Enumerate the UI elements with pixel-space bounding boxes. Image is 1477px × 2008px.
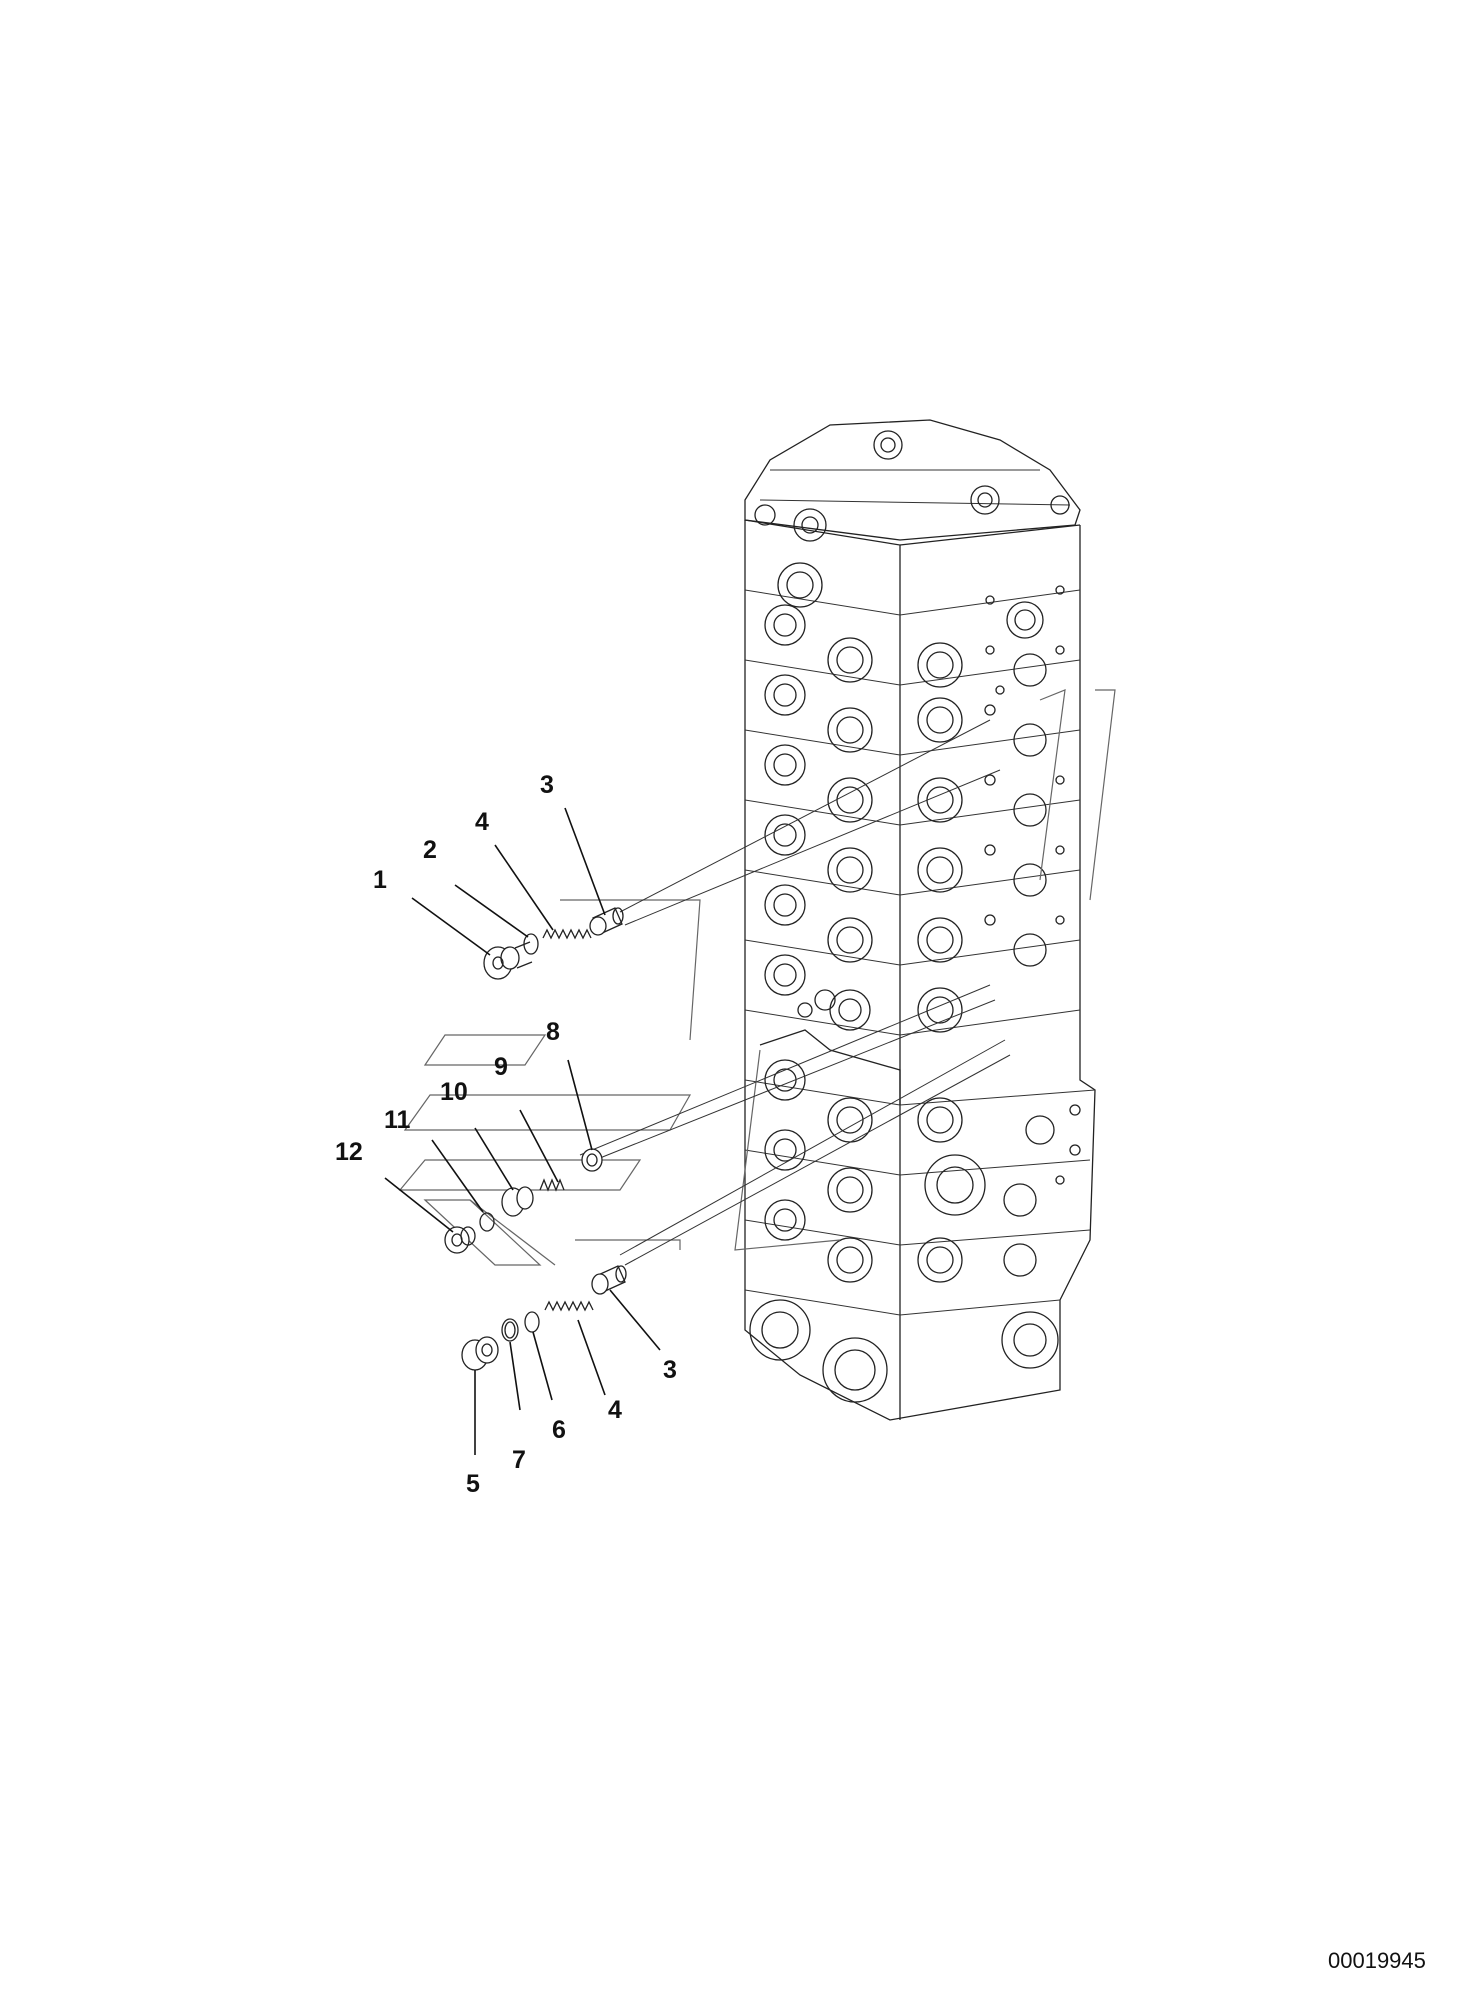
- leader-lines: [384, 807, 661, 1455]
- poppet-part-8: [581, 1148, 603, 1172]
- backup-ring-part-7: [501, 1318, 519, 1342]
- callout-3-lower: 3: [663, 1356, 677, 1384]
- control-valve-body: [744, 419, 1096, 1421]
- callout-2: 2: [423, 836, 437, 864]
- callout-8: 8: [546, 1018, 560, 1046]
- spring-part-4-lower: [544, 1300, 594, 1312]
- callout-10: 10: [440, 1078, 468, 1106]
- plug-part-1: [483, 941, 533, 980]
- o-ring-part-6: [524, 1311, 540, 1333]
- callout-9: 9: [494, 1053, 508, 1081]
- callout-3-upper: 3: [540, 771, 554, 799]
- o-ring-part-2: [523, 933, 539, 955]
- projection-lines: [579, 719, 1011, 1266]
- poppet-part-3-lower: [591, 1265, 627, 1295]
- callout-12: 12: [335, 1138, 363, 1166]
- o-ring-part-11: [479, 1212, 495, 1232]
- callout-11: 11: [384, 1106, 411, 1134]
- callout-labels: 1 2 4 3 8 9 10 11 12 3 4 6 7 5: [335, 771, 677, 1498]
- callout-4-lower: 4: [608, 1396, 622, 1424]
- callout-6: 6: [552, 1416, 566, 1444]
- callout-5: 5: [466, 1470, 480, 1498]
- document-number: 00019945: [1328, 1948, 1426, 1973]
- poppet-part-3-upper: [589, 907, 624, 936]
- spring-part-4-upper: [542, 928, 592, 940]
- spring-part-9: [539, 1178, 565, 1192]
- callout-1: 1: [373, 866, 387, 894]
- callout-7: 7: [512, 1446, 526, 1474]
- callout-4-upper: 4: [475, 808, 489, 836]
- plug-part-12: [444, 1226, 476, 1254]
- plug-part-5: [461, 1336, 499, 1371]
- plug-part-10: [501, 1186, 534, 1217]
